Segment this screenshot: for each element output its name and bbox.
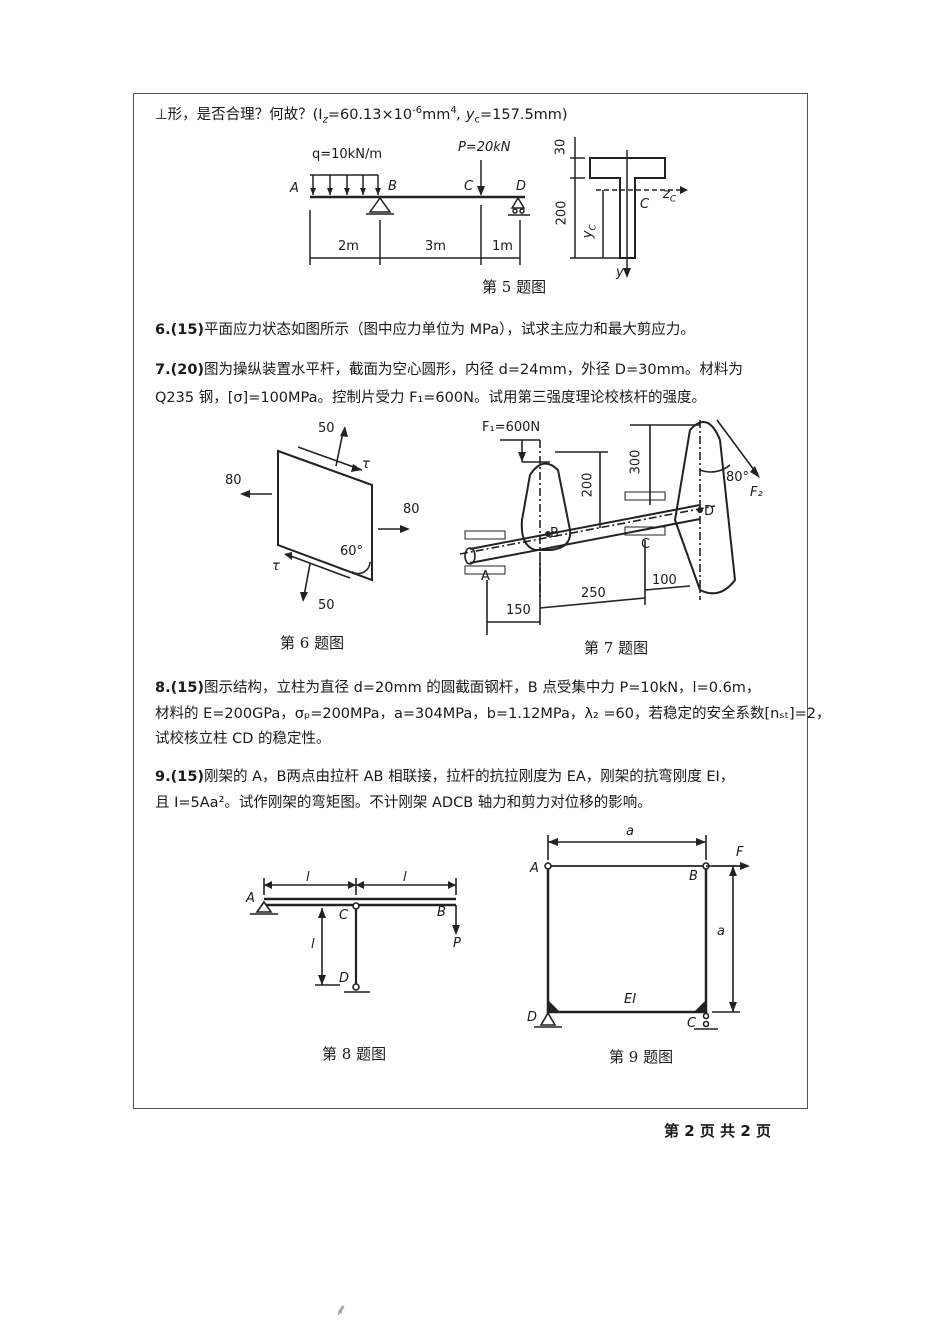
fig6-angle-label: 60° — [340, 544, 364, 559]
fig7-dim-150: 150 — [506, 603, 531, 618]
fig5-y-label: y — [616, 265, 624, 280]
fig8-a-label: A — [246, 891, 255, 906]
fig7-dim-250: 250 — [581, 586, 606, 601]
fig6-stress-80-left: 80 — [225, 473, 242, 488]
page-border — [133, 93, 808, 1109]
q8-text-line2: 材料的 E=200GPa，σₚ=200MPa，a=304MPa，b=1.12MP… — [155, 706, 831, 722]
fig5-dim-2m: 2m — [338, 239, 359, 254]
fig9-ei-label: EI — [624, 992, 637, 1007]
fig9-a-side-label: a — [717, 924, 725, 939]
fig7-dim-200: 200 — [580, 472, 596, 498]
fig6-stress-50-bottom: 50 — [318, 598, 335, 613]
fig6-tau-top: τ — [362, 457, 370, 472]
fig7-f1-label: F₁=600N — [482, 420, 541, 435]
fig7-angle-label: 80° — [726, 470, 750, 485]
fig9-a-top-label: a — [626, 824, 634, 839]
fig9-c-label: C — [687, 1016, 697, 1031]
fig9-b-label: B — [689, 869, 698, 884]
fig7-b-label: B — [550, 526, 559, 541]
q7-text-line1: 7.(20)图为操纵装置水平杆，截面为空心圆形，内径 d=24mm，外径 D=3… — [155, 362, 743, 378]
fig7-f2-label: F₂ — [750, 485, 763, 500]
fig9-f-label: F — [736, 845, 744, 860]
fig7-c-label: C — [641, 537, 651, 552]
fig5-dim-30: 30 — [553, 138, 569, 156]
fig8-d-label: D — [339, 971, 350, 986]
page-number: 第 2 页 共 2 页 — [664, 1122, 771, 1140]
fig9-caption: 第 9 题图 — [609, 1048, 674, 1066]
fig5-c-label: C — [464, 179, 474, 194]
fig6-caption: 第 6 题图 — [280, 634, 345, 652]
fig8-b-label: B — [437, 905, 446, 920]
fig5-b-label: B — [388, 179, 397, 194]
fig5-caption: 第 5 题图 — [482, 278, 547, 296]
fig6-tau-bottom: τ — [272, 559, 280, 574]
fig5-centroid-label: C — [640, 197, 650, 212]
fig5-dim-200: 200 — [554, 200, 570, 226]
fig8-caption: 第 8 题图 — [322, 1045, 387, 1063]
q8-text-line3: 试校核立柱 CD 的稳定性。 — [155, 731, 331, 747]
fig5-p-label: P=20kN — [458, 140, 511, 155]
fig7-caption: 第 7 题图 — [584, 639, 649, 657]
scan-smudge: ⸙ — [335, 1300, 348, 1319]
fig6-stress-80-right: 80 — [403, 502, 420, 517]
fig5-q-label: q=10kN/m — [312, 147, 382, 162]
fig8-l-label-1: l — [306, 870, 310, 885]
fig7-dim-100: 100 — [652, 573, 677, 588]
fig5-d-label: D — [516, 179, 527, 194]
fig8-c-label: C — [339, 908, 349, 923]
fig5-yc-label: yC — [580, 224, 599, 239]
q5-tail-text: ⊥形，是否合理？何故？(Iz=60.13×10-6mm4, yc=157.5mm… — [155, 105, 568, 126]
fig5-a-label: A — [290, 181, 299, 196]
q9-text-line2: 且 I=5Aa²。试作刚架的弯矩图。不计刚架 ADCB 轴力和剪力对位移的影响。 — [155, 795, 652, 811]
fig8-p-label: P — [453, 936, 461, 951]
q8-text-line1: 8.(15)图示结构，立柱为直径 d=20mm 的圆截面钢杆，B 点受集中力 P… — [155, 680, 761, 696]
fig8-l-label-2: l — [403, 870, 407, 885]
fig5-dim-3m: 3m — [425, 239, 446, 254]
q9-text-line1: 9.(15)刚架的 A，B两点由拉杆 AB 相联接，拉杆的抗拉刚度为 EA，刚架… — [155, 769, 735, 785]
fig8-l-label-3: l — [311, 937, 315, 952]
fig5-dim-1m: 1m — [492, 239, 513, 254]
q6-text: 6.(15)平面应力状态如图所示（图中应力单位为 MPa），试求主应力和最大剪应… — [155, 322, 695, 338]
fig6-stress-50-top: 50 — [318, 421, 335, 436]
fig7-d-label: D — [704, 504, 715, 519]
fig9-a-node-label: A — [530, 861, 539, 876]
fig7-dim-300: 300 — [628, 449, 644, 475]
fig5-zc-label: zC — [663, 187, 677, 205]
q7-text-line2: Q235 钢，[σ]=100MPa。控制片受力 F₁=600N。试用第三强度理论… — [155, 390, 706, 406]
fig9-d-label: D — [527, 1010, 538, 1025]
fig7-a-label: A — [481, 569, 490, 584]
